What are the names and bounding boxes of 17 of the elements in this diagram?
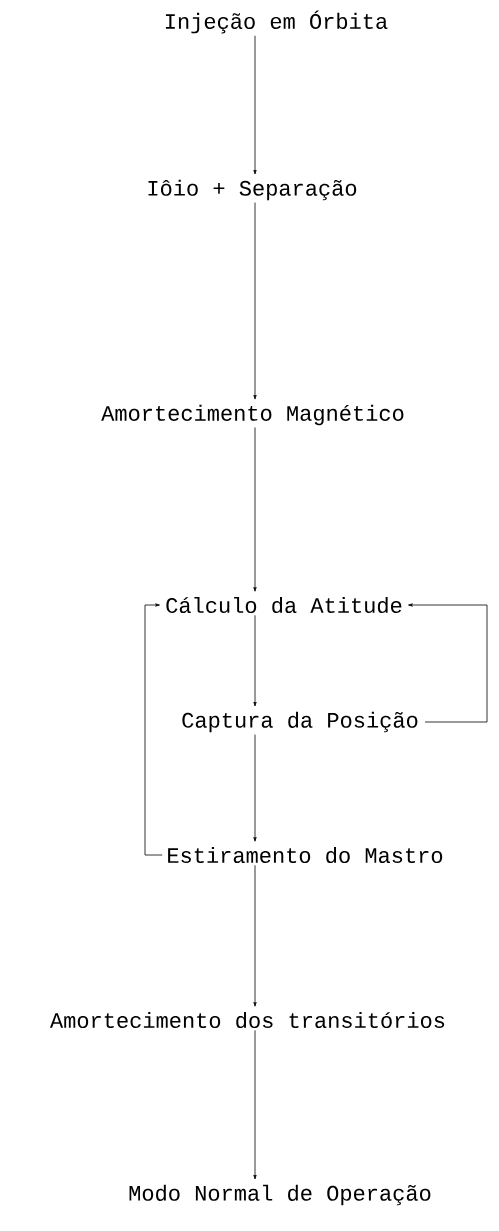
arrow <box>253 1029 257 1180</box>
arrow <box>253 35 257 175</box>
step-label: Estiramento do Mastro <box>168 846 443 864</box>
step-label: Injeção em Órbita <box>165 10 388 34</box>
arrow <box>253 734 257 842</box>
step-label: Amortecimento dos transitórios <box>49 1011 445 1029</box>
step-label: Modo Normal de Operação <box>129 1184 431 1206</box>
step-label: Amortecimento Magnético <box>101 404 404 426</box>
feedback-arrow <box>408 603 488 723</box>
arrow <box>253 614 257 707</box>
arrow <box>253 202 257 400</box>
step-label: Cálculo da Atitude <box>166 596 402 614</box>
feedback-arrow <box>144 603 163 856</box>
step-label: Iôio + Separação <box>148 179 357 201</box>
arrow <box>253 864 257 1007</box>
step-label: Captura da Posição <box>182 711 418 733</box>
arrow <box>253 427 257 592</box>
